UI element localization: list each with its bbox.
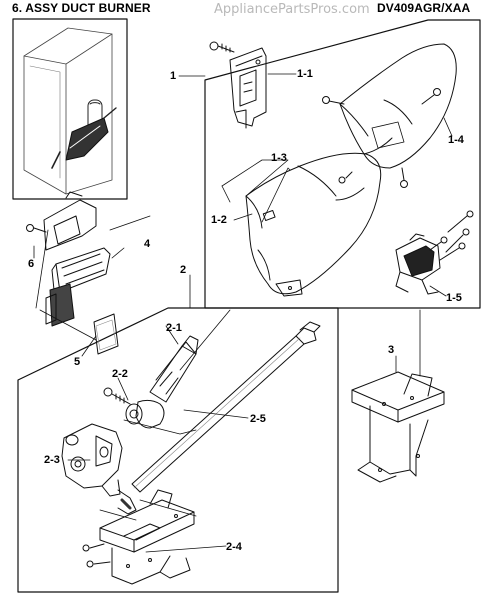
callout-2: 2 (180, 264, 187, 276)
callout-1-5: 1-5 (446, 292, 462, 304)
watermark: AppliancePartsPros.com (214, 2, 370, 17)
callout-2-3: 2-3 (44, 454, 60, 466)
section-title: 6. ASSY DUCT BURNER (12, 1, 151, 15)
callout-1-3: 1-3 (271, 152, 287, 164)
model-number: DV409AGR/XAA (377, 1, 471, 15)
part-igniter-4 (26, 191, 111, 327)
callout-4: 4 (144, 238, 151, 250)
part-bracket-1-1 (209, 41, 267, 129)
part-sensor-1-5 (395, 210, 474, 295)
assembly-box-1 (204, 19, 481, 309)
callout-5: 5 (74, 356, 81, 368)
part-bracket-2-4 (82, 489, 195, 585)
callout-6: 6 (28, 258, 35, 270)
callout-2-5: 2-5 (250, 413, 266, 425)
callout-1-1: 1-1 (297, 68, 313, 80)
callout-1-4: 1-4 (448, 134, 464, 146)
part-duct-1-3 (245, 152, 382, 297)
callout-2-4: 2-4 (226, 541, 242, 553)
callout-1: 1 (170, 70, 177, 82)
part-duct-1-4 (322, 43, 457, 188)
overview-thumbnail (12, 18, 128, 200)
leader-lines (33, 73, 453, 553)
callout-2-2: 2-2 (112, 368, 128, 380)
part-valve-2-3 (61, 423, 137, 515)
callout-3: 3 (388, 344, 395, 356)
part-bracket-3 (351, 371, 445, 483)
assembly-box-2 (17, 307, 339, 593)
part-burner-2-1 (125, 335, 199, 429)
part-tube-2-5 (131, 321, 321, 493)
callout-2-1: 2-1 (166, 322, 182, 334)
part-screw-2-2 (103, 387, 131, 405)
callout-1-2: 1-2 (211, 214, 227, 226)
part-pad-5 (93, 313, 119, 355)
